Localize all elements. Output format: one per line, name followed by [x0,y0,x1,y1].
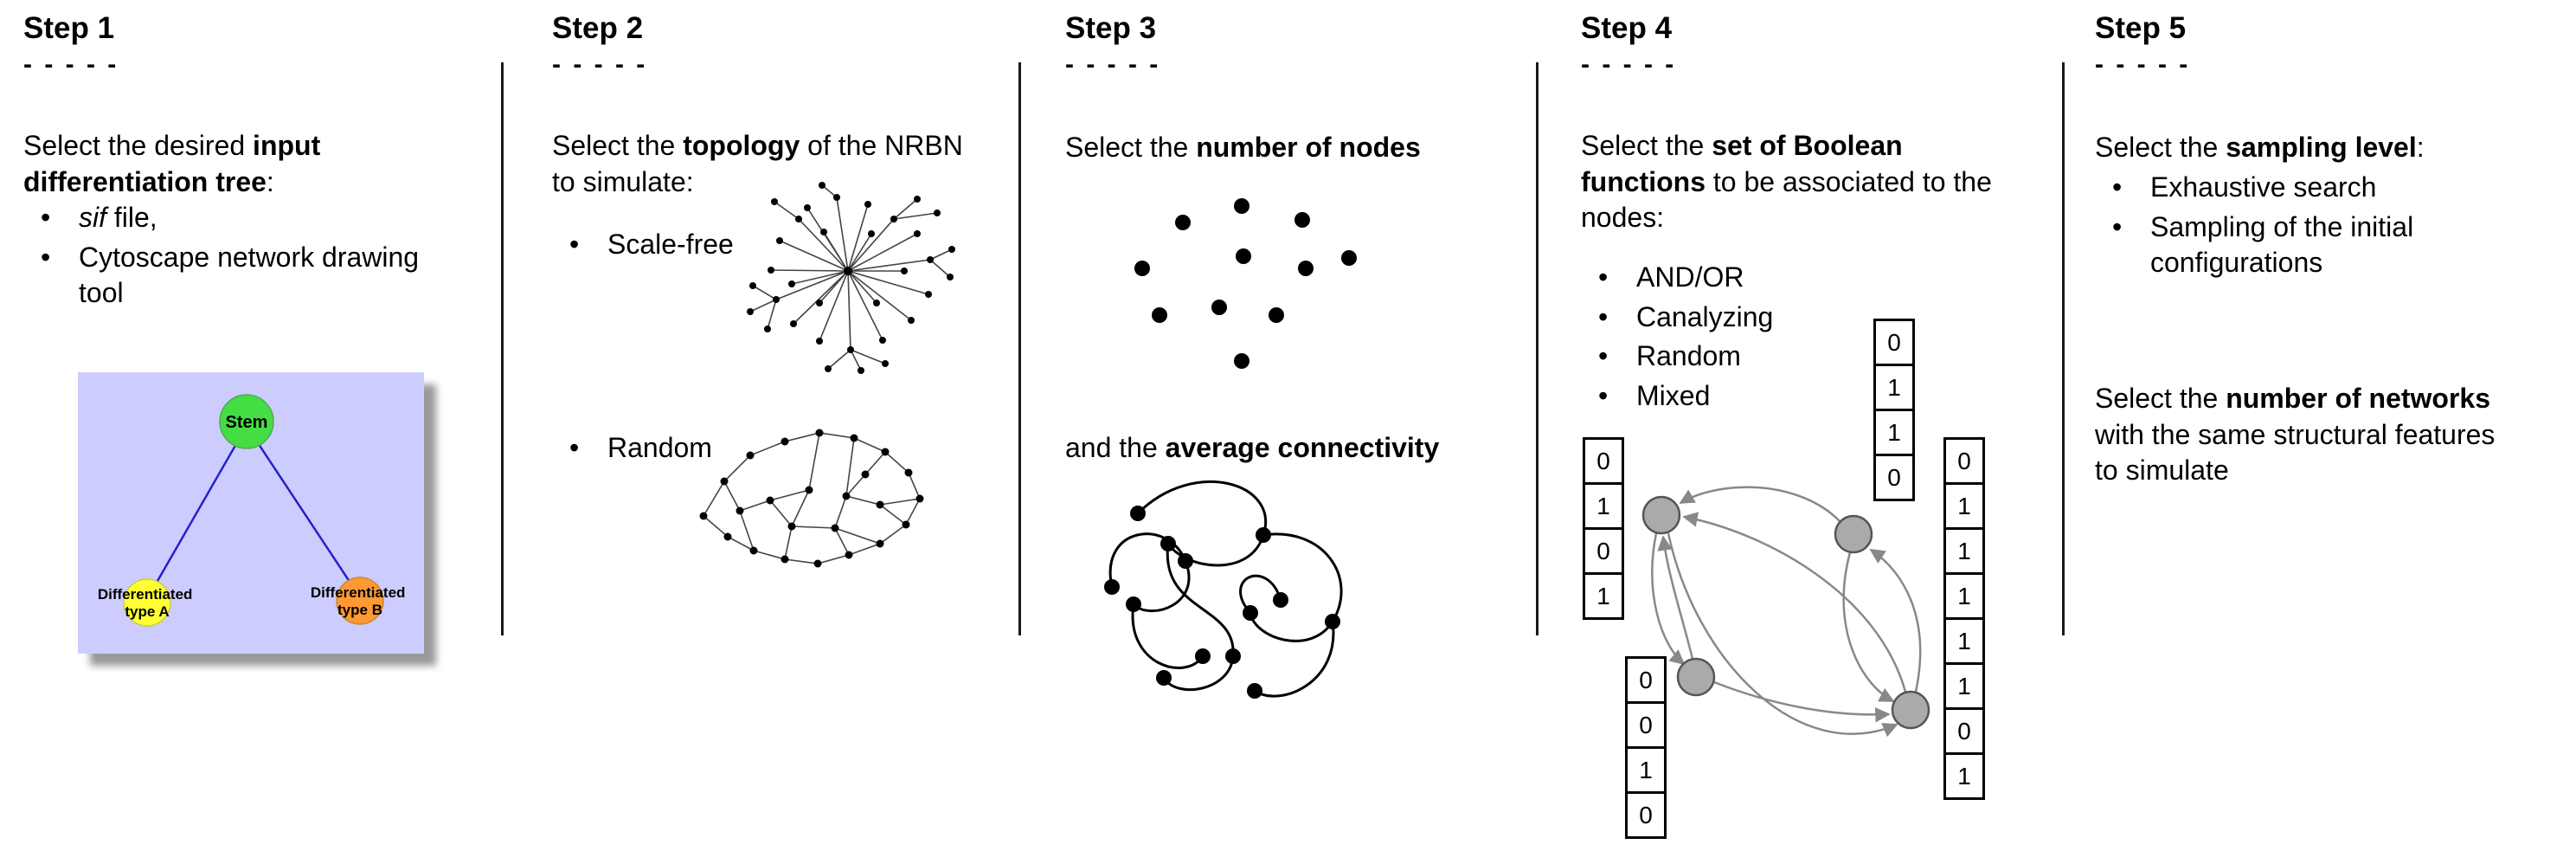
truth-table-cell: 1 [1943,572,1985,620]
bullet-sampling-configurations: • Sampling of the initial configurations [2095,210,2545,281]
bullet-text: AND/OR [1636,261,1744,293]
type-b-node [336,577,384,625]
bullet-random: • Random [552,430,829,470]
bullet-text: Mixed [1636,379,1711,411]
step-5-title: Step 5 [2095,11,2187,45]
truth-table-cell: 1 [1943,752,1985,800]
column-separator-2 [1018,62,1021,635]
bullet-marker: • [2112,171,2123,203]
step-2-intro: Select the topology of the NRBN to simul… [552,130,963,197]
bullet-exhaustive-search: • Exhaustive search [2095,170,2545,206]
connectivity-scribble-image [1104,480,1343,699]
column-separator-4 [2062,62,2065,635]
step-1-bullet-list: • sif file, • Cytoscape network drawing … [23,200,430,312]
bullet-marker: • [569,229,580,260]
step-5-intro: Select the sampling level: [2095,132,2425,163]
scale-free-network-image [747,182,955,374]
step-2-title: Step 2 [552,11,644,45]
truth-table-cell: 1 [1943,617,1985,665]
network-node [1676,657,1716,697]
truth-table-left: 0 1 0 1 [1583,437,1624,620]
bullet-sif-file: • sif file, [23,200,430,236]
bullet-scale-free: • Scale-free [552,227,829,267]
bullet-mixed: • Mixed [1581,378,1927,415]
bullet-text: Random [607,432,712,463]
truth-table-cell: 0 [1625,701,1667,749]
truth-table-cell: 0 [1625,656,1667,704]
type-a-node [123,578,171,627]
bullet-marker: • [41,241,51,273]
step-1-text: Select the desired input differentiation… [23,128,430,315]
bullet-text: Exhaustive search [2150,171,2377,203]
step-1-dashes: - - - - - [23,50,119,79]
bullet-marker: • [2112,210,2123,242]
network-node [1834,514,1873,554]
truth-table-cell: 0 [1873,319,1915,366]
step-5-bullet-list: • Exhaustive search • Sampling of the in… [2095,170,2545,285]
bullet-text: sif file, [79,202,157,234]
bullet-marker: • [1598,340,1609,372]
truth-table-cell: 1 [1625,746,1667,794]
bullet-random-functions: • Random [1581,338,1927,375]
truth-table-cell: 0 [1625,791,1667,839]
truth-table-cell: 1 [1943,662,1985,710]
column-separator-1 [501,62,504,635]
stem-node [219,394,274,449]
bullet-marker: • [1598,379,1609,411]
bullet-cytoscape: • Cytoscape network drawing tool [23,240,430,312]
truth-table-cell: 1 [1873,364,1915,411]
network-node [1891,690,1930,730]
step-5-dashes: - - - - - [2095,50,2191,79]
type-b-node-label: Differentiated type B [311,584,409,618]
bullet-text: Canalyzing [1636,300,1774,332]
type-a-node-label: Differentiated type A [98,586,196,620]
step-1-intro: Select the desired input differentiation… [23,130,321,197]
truth-table-cell: 1 [1873,409,1915,456]
step-4-bullet-list: • AND/OR • Canalyzing • Random • Mixed [1581,260,1927,417]
network-node [1641,495,1681,535]
step-4-dashes: - - - - - [1581,50,1677,79]
bullet-canalyzing: • Canalyzing [1581,300,1927,336]
bullet-and-or: • AND/OR [1581,260,1927,296]
differentiation-tree-image: Stem Differentiated type A Differentiate… [78,372,424,654]
nodes-dots-image [1134,198,1357,369]
truth-table-cell: 0 [1943,437,1985,485]
step-1-title: Step 1 [23,11,115,45]
bullet-marker: • [569,432,580,463]
step-2-dashes: - - - - - [552,50,648,79]
truth-table-cell: 1 [1943,482,1985,530]
stem-node-label: Stem [226,413,268,432]
differentiation-tree-svg: Stem Differentiated type A Differentiate… [98,394,409,627]
bullet-text: Sampling of the initial configurations [2150,210,2414,279]
truth-table-cell: 0 [1583,527,1624,575]
truth-table-top: 0 1 1 0 [1873,319,1915,501]
truth-table-cell: 0 [1943,707,1985,755]
bullet-text: Cytoscape network drawing tool [79,241,420,309]
truth-table-cell: 1 [1583,572,1624,620]
step-5-paragraph-2: Select the number of networks with the s… [2095,383,2496,487]
bullet-marker: • [1598,300,1609,332]
bullet-text: Scale-free [607,229,734,260]
bullet-text: Random [1636,340,1741,372]
bullet-marker: • [1598,261,1609,293]
boolean-network-image [1641,486,1930,738]
step-4-title: Step 4 [1581,11,1673,45]
truth-table-cell: 0 [1873,454,1915,501]
step-4-intro: Select the set of Boolean functions to b… [1581,130,1992,234]
truth-table-cell: 1 [1943,527,1985,575]
truth-table-cell: 1 [1583,482,1624,530]
truth-table-right: 0 1 1 1 1 1 0 1 [1943,437,1985,800]
truth-table-bottom-left: 0 0 1 0 [1625,656,1667,839]
column-separator-3 [1536,62,1539,635]
step-3-line2: and the average connectivity [1065,432,1440,463]
step-3-line1: Select the number of nodes [1065,132,1421,163]
truth-table-cell: 0 [1583,437,1624,485]
random-network-image [699,429,924,568]
step-3-dashes: - - - - - [1065,50,1161,79]
bullet-marker: • [41,202,51,234]
step-3-title: Step 3 [1065,11,1157,45]
